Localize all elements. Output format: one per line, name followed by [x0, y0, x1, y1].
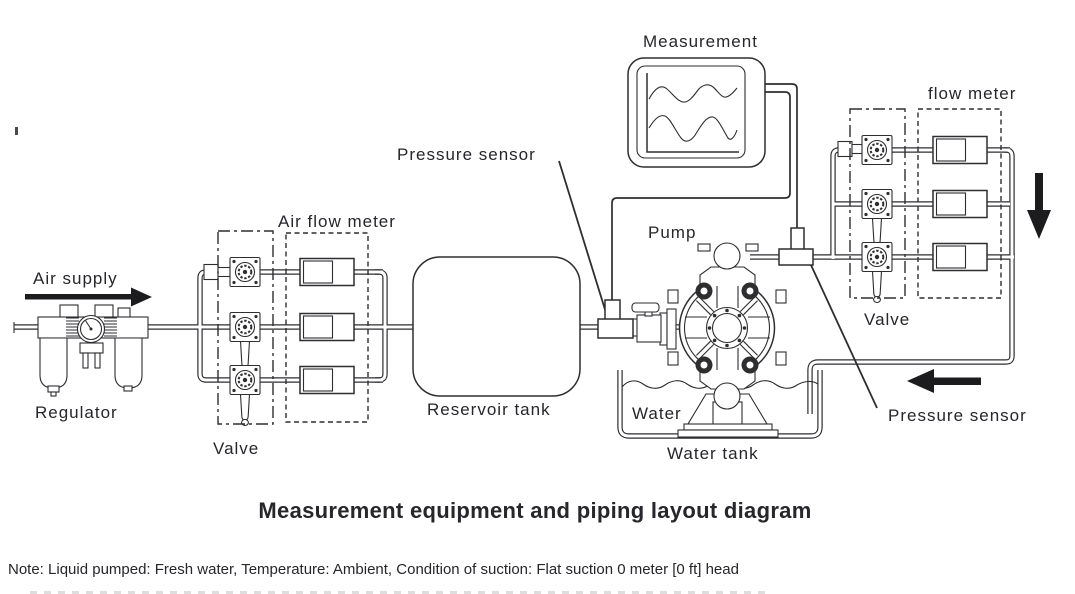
measurement-label: Measurement	[643, 32, 758, 51]
flow-meter-group-right	[932, 135, 988, 272]
pressure-sensor-left-leader	[558, 160, 608, 317]
valve	[861, 241, 893, 273]
valve	[229, 364, 261, 396]
valve-left-label: Valve	[213, 439, 260, 458]
valve-group-left-boundary	[217, 230, 274, 425]
flow-down-arrow-icon	[1027, 173, 1051, 239]
air-flow-meter-unit	[299, 365, 355, 395]
valve-group-right	[837, 134, 893, 304]
center-bolts	[707, 308, 747, 348]
valve	[861, 134, 893, 166]
water-label: Water	[632, 404, 682, 423]
air-flow-meter-label: Air flow meter	[278, 212, 396, 231]
flow-meter-unit	[932, 189, 988, 219]
air-supply-arrow-icon	[25, 287, 152, 307]
return-flow-arrow-icon	[907, 369, 981, 393]
air-flow-meter-group	[299, 257, 355, 395]
diagram-title: Measurement equipment and piping layout …	[258, 498, 812, 523]
pressure-sensor-right-leader	[810, 264, 878, 409]
scope-waveform-upper	[648, 84, 738, 103]
scope-screen-axes	[646, 73, 739, 153]
pressure-sensor-right-fitting	[778, 227, 814, 266]
air-flow-meter-unit	[299, 312, 355, 342]
diagram-note: Note: Liquid pumped: Fresh water, Temper…	[8, 561, 739, 578]
pressure-sensor-right-label: Pressure sensor	[888, 406, 1027, 425]
union-fitting	[203, 263, 231, 281]
union-fitting	[837, 140, 865, 158]
regulator-label: Regulator	[35, 403, 118, 422]
clipped-text-artifact	[30, 591, 770, 594]
pump	[659, 242, 787, 438]
valve-group-left	[203, 256, 261, 427]
reservoir-tank-label: Reservoir tank	[427, 400, 551, 419]
leader-lines	[558, 160, 878, 409]
pump-label: Pump	[648, 223, 697, 242]
valve-group-right-boundary	[849, 108, 906, 299]
water-tank-label: Water tank	[667, 444, 759, 463]
valve-right-label: Valve	[864, 310, 911, 329]
air-flow-meter-unit	[299, 257, 355, 287]
reservoir-tank	[412, 256, 581, 397]
measurement-scope	[627, 57, 766, 168]
air-supply-label: Air supply	[33, 269, 118, 288]
valve	[229, 256, 261, 288]
valve	[861, 188, 893, 220]
flow-meter-unit	[932, 242, 988, 272]
scan-artifact-mark	[15, 127, 18, 135]
flange-bolts	[695, 282, 759, 374]
regulator-unit	[37, 304, 149, 397]
valve	[229, 311, 261, 343]
pressure-sensor-left-label: Pressure sensor	[397, 145, 536, 164]
sensor-signal-cables	[611, 83, 798, 301]
valve-handle	[239, 393, 251, 427]
pump-inlet-valve	[628, 302, 662, 343]
scope-waveform-lower	[648, 115, 738, 142]
flow-meter-unit	[932, 135, 988, 165]
flow-meter-right-label: flow meter	[928, 84, 1017, 103]
pressure-sensor-left-fitting	[597, 299, 634, 339]
